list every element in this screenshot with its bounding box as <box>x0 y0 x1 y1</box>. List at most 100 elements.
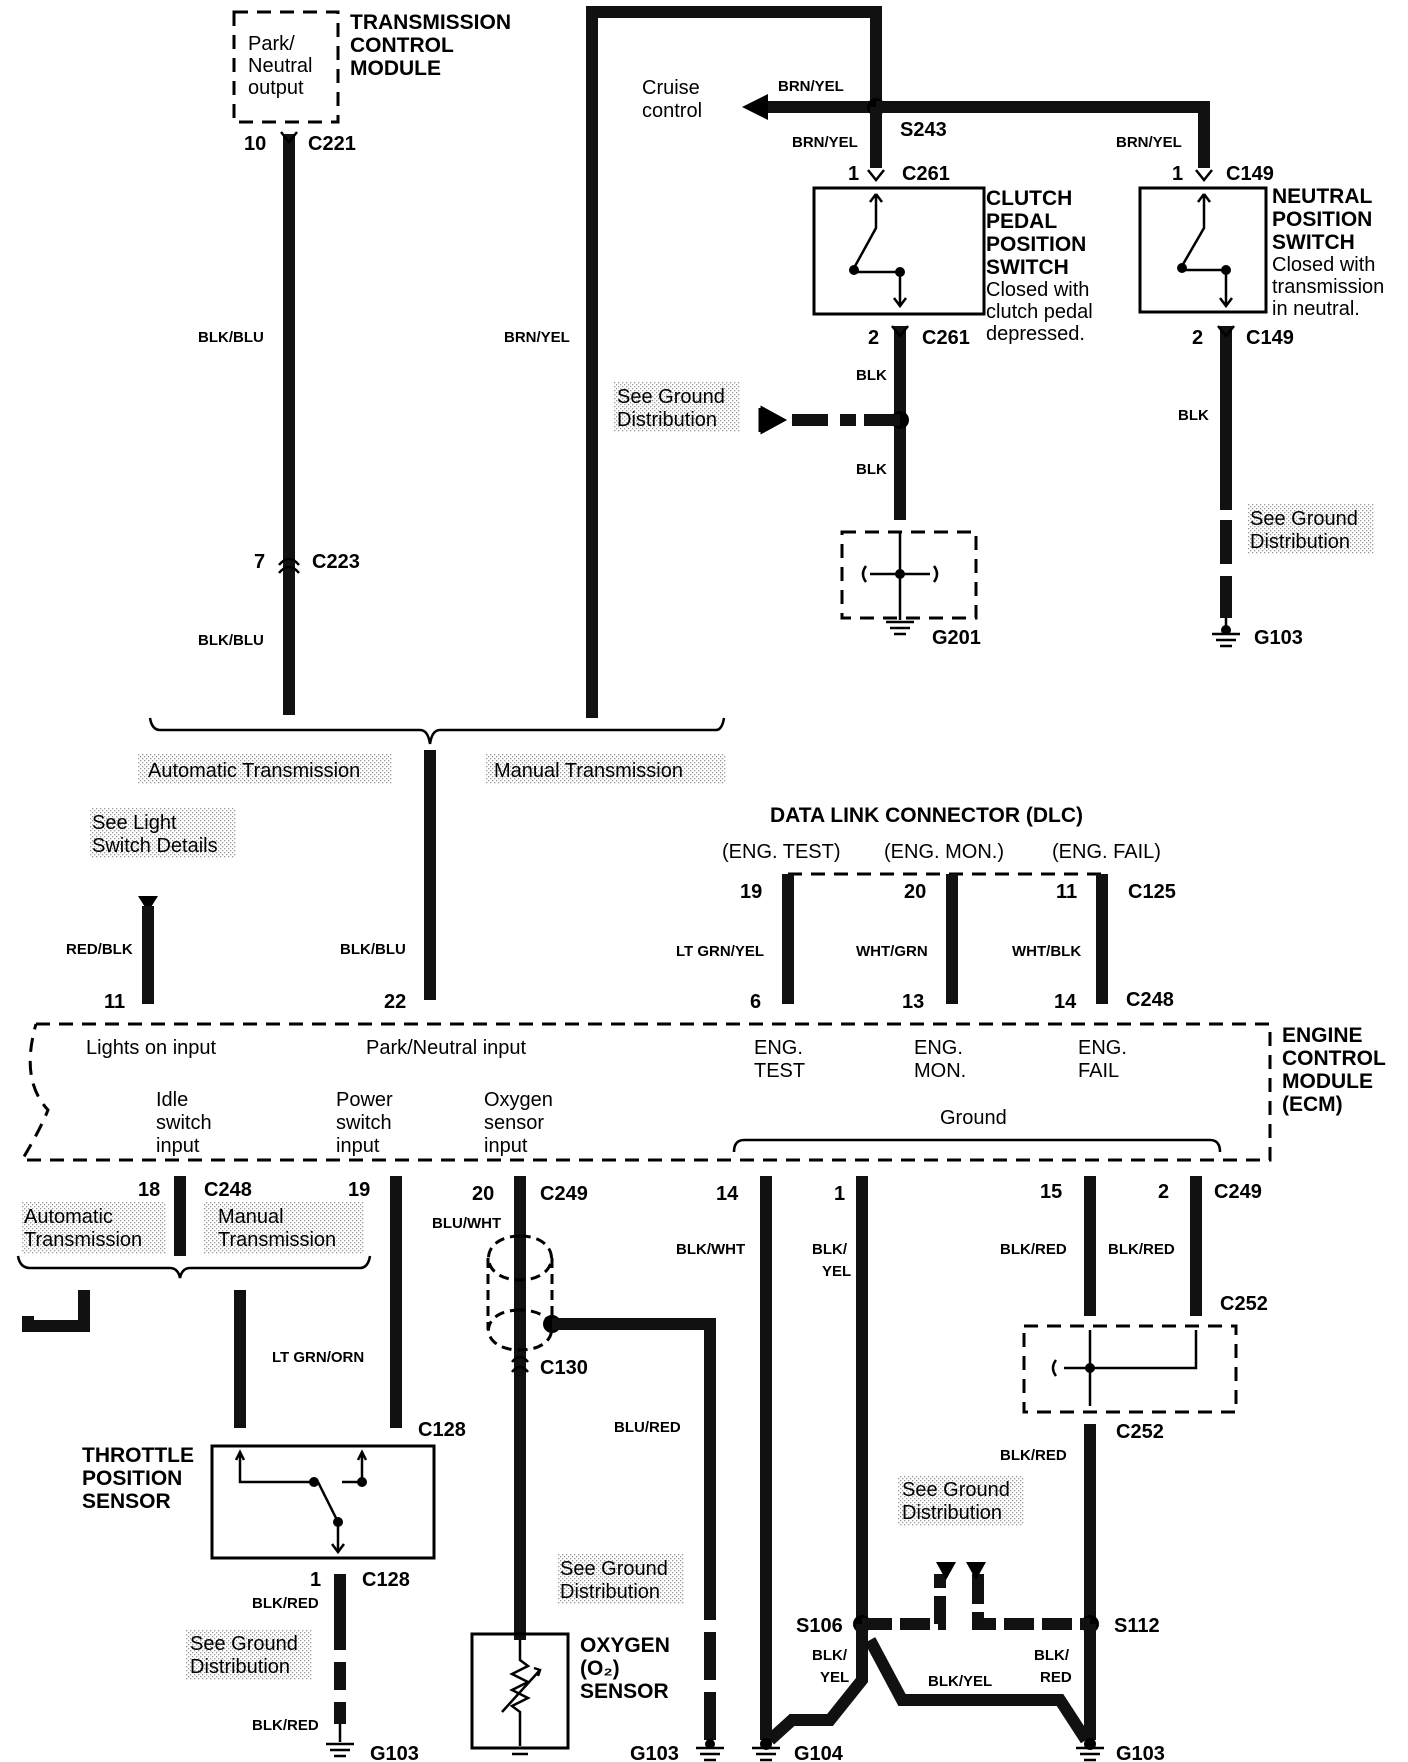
ecm-lights-on-input: Lights on input <box>86 1037 217 1059</box>
arrow-light-switch-icon <box>138 896 158 912</box>
ground-dist-label-3a: See Ground <box>190 1633 298 1655</box>
auto-trans-label-2b: Transmission <box>24 1229 142 1251</box>
light-switch-label-1: See Light <box>92 812 177 834</box>
g201-ground-icon <box>886 612 914 636</box>
auto-trans-label-2a: Automatic <box>24 1206 113 1228</box>
ground-dist-label-5b: Distribution <box>902 1502 1002 1524</box>
shield-outline <box>486 1234 554 1352</box>
ground-dist-shade-1 <box>614 382 740 432</box>
manual-trans-label-1: Manual Transmission <box>494 760 683 782</box>
ground-g201 <box>840 530 978 636</box>
g103-node-1 <box>1221 625 1231 635</box>
clutch-switch-contacts <box>852 193 907 309</box>
ecm-power-3: input <box>336 1135 380 1157</box>
clutch-title-3: POSITION <box>986 233 1086 256</box>
neutral-switch-contacts <box>1180 193 1233 309</box>
connector-c249-1: C249 <box>540 1183 588 1205</box>
light-switch-label-2: Switch Details <box>92 835 218 857</box>
ecm-title-3: MODULE <box>1282 1070 1373 1093</box>
g201-box <box>840 530 978 620</box>
wire-label-blu-red: BLU/RED <box>614 1419 681 1436</box>
wire-label-blk-yel-2b: YEL <box>820 1669 849 1686</box>
connector-g103-2: G103 <box>370 1743 419 1762</box>
connector-c149-bottom-symbol <box>1217 325 1235 339</box>
wire-label-blk-blu-2: BLK/BLU <box>198 632 264 649</box>
pin-10: 10 <box>244 133 266 155</box>
connector-c128-bottom: C128 <box>362 1569 410 1591</box>
pin-20-dlc: 20 <box>904 881 926 903</box>
pin-13-ecm: 13 <box>902 991 924 1013</box>
auto-trans-shade-2 <box>22 1202 166 1254</box>
connector-c252-bottom: C252 <box>1116 1421 1164 1443</box>
tps-contact-3 <box>333 1517 343 1527</box>
wire-label-blk-wht: BLK/WHT <box>676 1241 745 1258</box>
ecm-eng-mon-2: MON. <box>914 1060 966 1082</box>
ground-dist-shade-2 <box>1248 504 1374 554</box>
tcm-box <box>232 10 340 124</box>
connector-c149-top: C149 <box>1226 163 1274 185</box>
connector-c223: C223 <box>312 551 360 573</box>
arrow-cruise-icon <box>742 94 768 120</box>
engine-control-module: ENGINE CONTROL MODULE (ECM) Lights on in… <box>19 1022 1386 1162</box>
arrow-ground-dist-icon <box>758 405 788 435</box>
wire-label-blk-red-2: BLK/RED <box>1108 1241 1175 1258</box>
o2-ground-icon <box>508 1736 532 1756</box>
tps-title-2: POSITION <box>82 1467 182 1490</box>
connector-g103-4: G103 <box>1116 1743 1165 1762</box>
wire-label-blk-neutral: BLK <box>1178 407 1209 424</box>
transmission-control-module: Park/ Neutral output TRANSMISSION CONTRO… <box>232 10 511 124</box>
g103-ground-icon-2 <box>326 1724 354 1758</box>
wire-label-blk-red-4b: RED <box>1040 1669 1072 1686</box>
wire-label-blk-yel-1b: YEL <box>822 1263 851 1280</box>
tps-contact-1 <box>309 1477 319 1487</box>
wire-label-blk-red-tps-2: BLK/RED <box>252 1717 319 1734</box>
pin-1-c149: 1 <box>1172 163 1183 185</box>
splice-pack-c252 <box>1022 1324 1238 1414</box>
wire-label-brn-yel-main: BRN/YEL <box>504 329 570 346</box>
neutral-title-3: SWITCH <box>1272 231 1355 254</box>
o2-sensor-element <box>501 1640 542 1736</box>
ecm-oxygen-1: Oxygen <box>484 1089 553 1111</box>
connector-c149-top-symbol <box>1195 169 1213 183</box>
ecm-idle-3: input <box>156 1135 200 1157</box>
wire-label-blk-red-15: BLK/RED <box>1000 1241 1067 1258</box>
ecm-eng-fail-2: FAIL <box>1078 1060 1119 1082</box>
connector-c261-top: C261 <box>902 163 950 185</box>
ecm-eng-test-2: TEST <box>754 1060 805 1082</box>
ecm-eng-test-1: ENG. <box>754 1037 803 1059</box>
pin-1-c261: 1 <box>848 163 859 185</box>
connector-c223-symbol <box>278 557 300 574</box>
pin-11-dlc: 11 <box>1056 881 1077 903</box>
ecm-oxygen-3: input <box>484 1135 528 1157</box>
ecm-idle-1: Idle <box>156 1089 188 1111</box>
tcm-output-line-2: Neutral <box>248 55 312 77</box>
pin-6-ecm: 6 <box>750 991 761 1013</box>
manual-trans-label-2b: Transmission <box>218 1229 336 1251</box>
ground-dist-label-2a: See Ground <box>1250 508 1358 530</box>
connector-c221-symbol <box>280 131 298 145</box>
trans-bracket-2 <box>16 1255 372 1279</box>
wire-blk-yel-s106-g104 <box>765 1624 868 1745</box>
ground-dist-label-2b: Distribution <box>1250 531 1350 553</box>
wire-label-brn-yel-clutch: BRN/YEL <box>792 134 858 151</box>
c252-node <box>1085 1363 1095 1373</box>
clutch-pedal-switch <box>812 186 986 316</box>
ground-dist-label-4a: See Ground <box>560 1558 668 1580</box>
neutral-position-switch <box>1138 186 1268 314</box>
ecm-ground-label: Ground <box>940 1107 1007 1129</box>
ecm-eng-fail-1: ENG. <box>1078 1037 1127 1059</box>
pin-14-ecm-top: 14 <box>1054 991 1077 1013</box>
throttle-position-sensor <box>210 1444 436 1560</box>
g104-node <box>760 1738 772 1750</box>
wire-label-blk-2: BLK <box>856 461 887 478</box>
neutral-title-1: NEUTRAL <box>1272 185 1372 208</box>
wire-brn-yel-main <box>586 6 882 718</box>
wire-label-blk-red-3: BLK/RED <box>1000 1447 1067 1464</box>
manual-trans-shade-1 <box>486 754 726 784</box>
arrow-ground-dist-2-icon <box>936 1562 986 1580</box>
o2-title-1: OXYGEN <box>580 1634 670 1657</box>
neutral-switch-contact-1 <box>1177 263 1187 273</box>
pin-2-ecm: 2 <box>1158 1181 1169 1203</box>
ecm-outline <box>19 1022 1272 1162</box>
pin-20-ecm: 20 <box>472 1183 494 1205</box>
